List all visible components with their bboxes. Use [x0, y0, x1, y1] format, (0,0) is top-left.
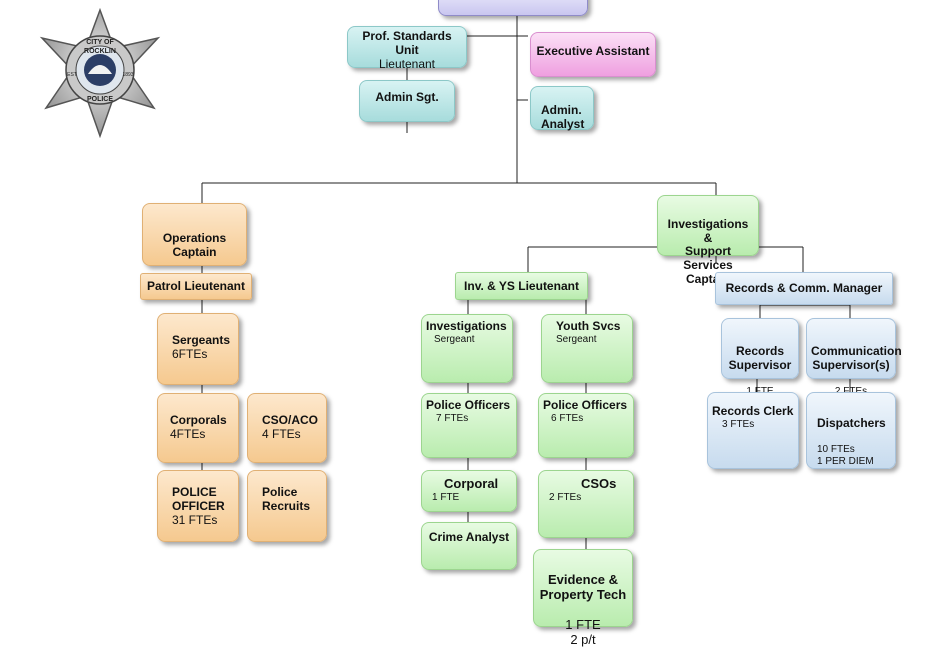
box-title: Evidence & Property Tech — [539, 571, 627, 602]
box-title: Inv. & YS Lieutenant — [464, 279, 579, 293]
svg-text:ROCKLIN: ROCKLIN — [84, 48, 116, 55]
police-recruits-box: Police Recruits — [247, 470, 327, 542]
admin-sgt-box: Admin Sgt. — [359, 80, 455, 122]
box-title: Executive Assistant — [536, 44, 650, 58]
box-subtitle: 7 FTEs — [436, 412, 469, 424]
box-title: Admin. Analyst — [541, 102, 585, 131]
box-title: Crime Analyst — [428, 530, 510, 544]
records-supervisor-box: Records Supervisor 1 FTE — [721, 318, 799, 397]
box-title: Prof. Standards Unit — [362, 29, 452, 57]
svg-text:EST: EST — [67, 72, 77, 78]
police-officers-ys-box: Police Officers 6 FTEs — [538, 393, 634, 458]
box-subtitle: 31 FTEs — [172, 512, 218, 527]
box-title: Investigations & Support Services Captai… — [667, 216, 749, 286]
crime-analyst-box: Crime Analyst — [421, 522, 517, 570]
admin-analyst-box: Admin. Analyst — [530, 86, 594, 130]
youth-svcs-sergeant-box: Youth Svcs Sergeant — [541, 314, 633, 383]
box-subtitle: 1 FTE — [726, 386, 794, 398]
box-title: Corporals — [170, 413, 227, 427]
police-officer-box: POLICE OFFICER 31 FTEs — [157, 470, 239, 542]
box-subtitle: 1 FTE 2 p/t — [565, 616, 601, 647]
box-title: Youth Svcs — [556, 319, 621, 333]
rocklin-police-badge-logo: CITY OF ROCKLIN POLICE EST 1893 — [39, 8, 161, 138]
box-title: Police Officers — [426, 398, 511, 412]
prof-standards-unit-box: Prof. Standards Unit Lieutenant — [347, 26, 467, 71]
box-subtitle: Sergeant — [556, 333, 597, 345]
corporal-box: Corporal 1 FTE — [421, 470, 517, 512]
operations-captain-box: Operations Captain — [142, 203, 247, 266]
cso-aco-box: CSO/ACO 4 FTEs — [247, 393, 327, 463]
box-title: Police Recruits — [262, 485, 311, 513]
investigations-sergeant-box: Investigations Sergeant — [421, 314, 513, 383]
box-subtitle: 2 FTEs — [811, 386, 891, 398]
box-subtitle: Sergeant — [434, 333, 475, 345]
box-subtitle: 3 FTEs — [722, 418, 755, 430]
box-subtitle: 6FTEs — [172, 346, 208, 361]
box-title: Operations Captain — [162, 230, 227, 259]
csos-box: CSOs 2 FTEs — [538, 470, 634, 538]
evidence-property-tech-box: Evidence & Property Tech 1 FTE 2 p/t — [533, 549, 633, 647]
box-title: CSO/ACO — [262, 413, 319, 427]
box-title: Dispatchers — [817, 415, 886, 430]
box-title: POLICE OFFICER — [172, 485, 225, 513]
box-title: Sergeants — [172, 333, 231, 347]
box-title: Police Officers — [543, 398, 628, 412]
box-subtitle: 4FTEs — [170, 426, 206, 441]
investigations-support-captain-box: Investigations & Support Services Captai… — [657, 195, 759, 286]
box-title: Patrol Lieutenant — [146, 279, 245, 293]
box-subtitle: 6 FTEs — [551, 412, 584, 424]
corporals-box: Corporals 4FTEs — [157, 393, 239, 463]
box-subtitle: Lieutenant — [378, 56, 436, 71]
records-comm-manager-box: Records & Comm. Manager — [715, 272, 893, 305]
sergeants-box: Sergeants 6FTEs — [157, 313, 239, 385]
svg-text:POLICE: POLICE — [87, 96, 113, 103]
box-subtitle: 2 FTEs — [549, 491, 582, 503]
communication-supervisor-box: Communication Supervisor(s) 2 FTEs — [806, 318, 902, 397]
box-title: Records Supervisor — [728, 343, 792, 372]
svg-text:1893: 1893 — [122, 72, 133, 78]
box-title: Communication Supervisor(s) — [811, 343, 902, 372]
records-clerk-box: Records Clerk 3 FTEs — [707, 392, 799, 469]
box-title: Corporal — [444, 476, 499, 491]
patrol-lieutenant-box: Patrol Lieutenant — [140, 273, 252, 300]
box-subtitle: 1 FTE — [432, 491, 460, 503]
inv-ys-lieutenant-box: Inv. & YS Lieutenant — [455, 272, 588, 300]
dispatchers-box: Dispatchers 10 FTEs 1 PER DIEM — [806, 392, 896, 469]
box-title: Records & Comm. Manager — [725, 281, 883, 295]
box-title: Admin Sgt. — [375, 90, 439, 104]
executive-assistant-box: Executive Assistant — [530, 32, 656, 77]
box-subtitle: 4 FTEs — [262, 426, 301, 441]
chief-box — [438, 0, 588, 16]
box-subtitle: 10 FTEs 1 PER DIEM — [817, 444, 874, 467]
police-officers-inv-box: Police Officers 7 FTEs — [421, 393, 517, 458]
box-title: CSOs — [581, 476, 617, 491]
svg-text:CITY OF: CITY OF — [86, 39, 114, 46]
box-title: Records Clerk — [712, 404, 794, 418]
box-title: Investigations — [426, 319, 507, 333]
